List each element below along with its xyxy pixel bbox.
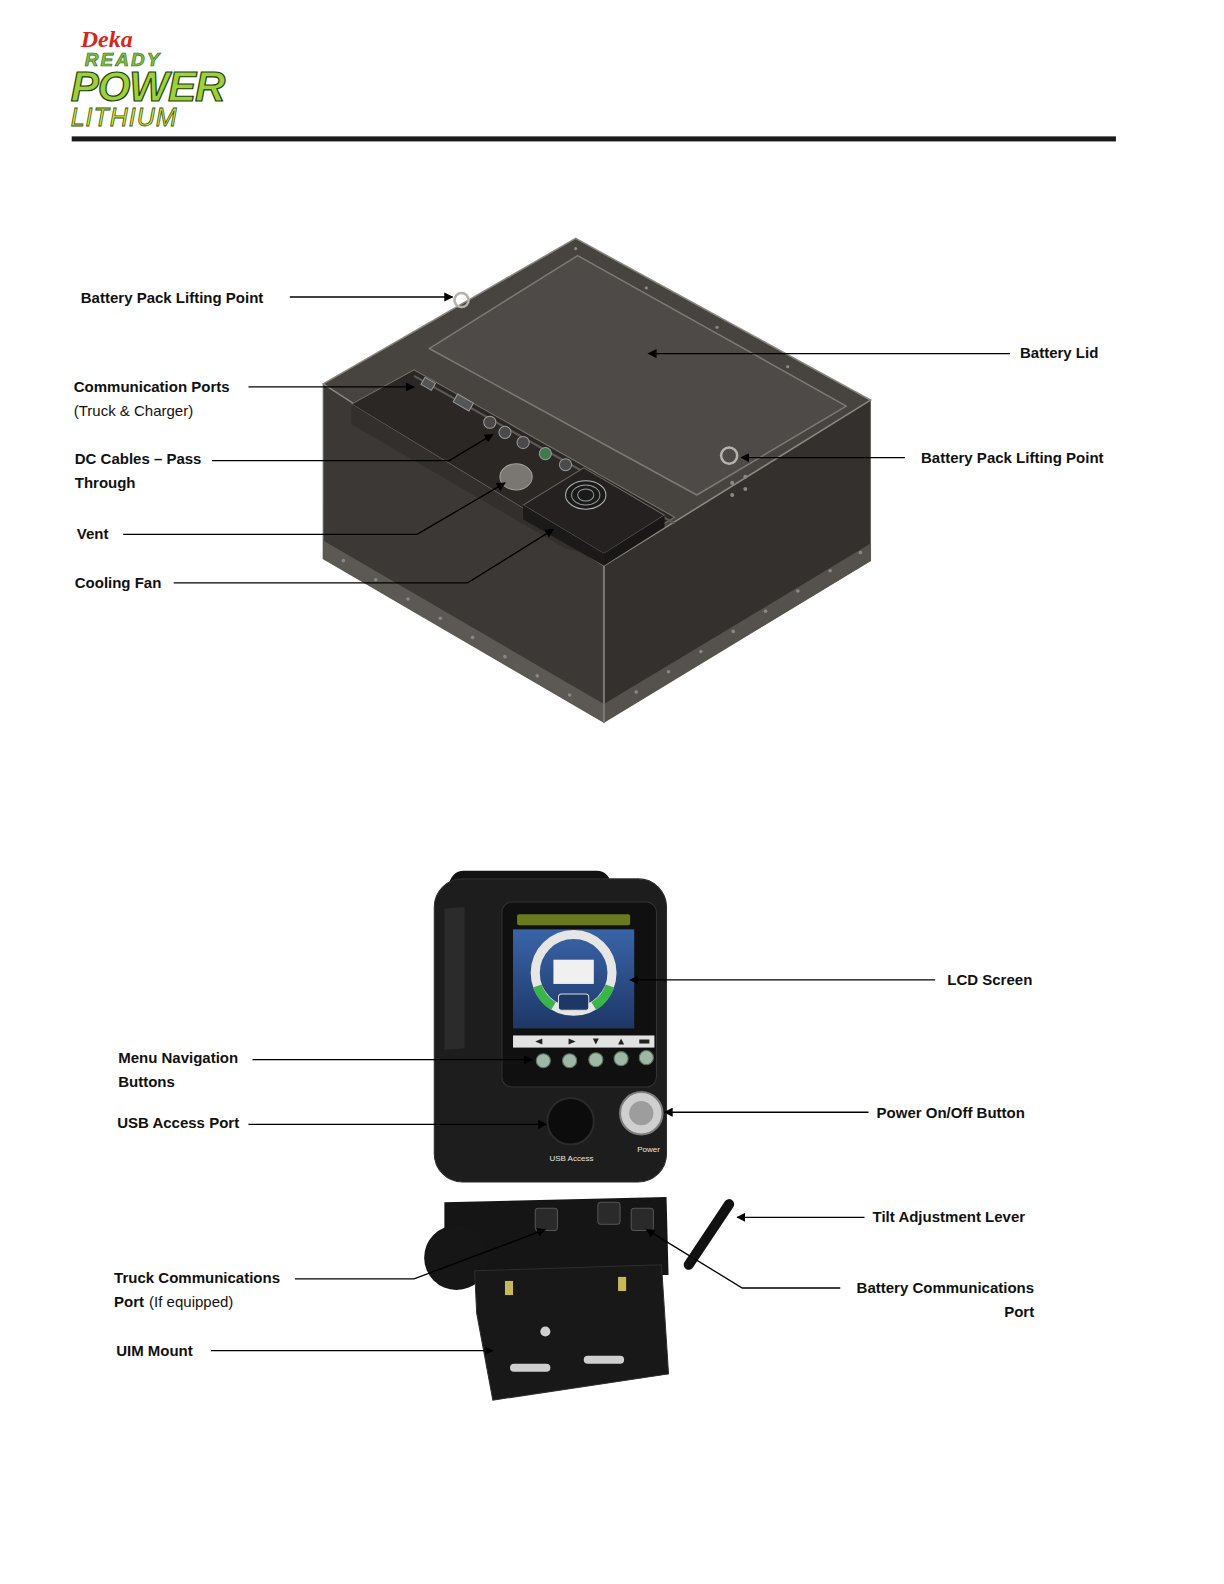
- device-text: USB Access: [549, 1154, 593, 1164]
- callout-label: Cooling Fan: [75, 571, 162, 595]
- uim-display: [424, 871, 729, 1400]
- header-rule: [72, 136, 1116, 141]
- callout-label: Tilt Adjustment Lever: [873, 1205, 1026, 1229]
- callout-label: Power On/Off Button: [877, 1101, 1025, 1125]
- device-text: Power: [637, 1145, 660, 1155]
- callout-label: Menu Navigation Buttons: [118, 1046, 254, 1094]
- callout-label: Battery Lid: [1020, 341, 1098, 365]
- callout-label: LCD Screen: [947, 968, 1032, 992]
- callout-label: DC Cables – Pass Through: [75, 447, 211, 495]
- logo-text: Deka: [81, 26, 133, 52]
- callout-label: Battery Pack Lifting Point: [81, 286, 264, 310]
- callout-label: Battery Pack Lifting Point: [921, 446, 1104, 470]
- callout-note: (If equipped): [149, 1290, 233, 1314]
- battery-pack: [323, 238, 870, 722]
- callout-label: UIM Mount: [116, 1339, 193, 1363]
- leader-lines: [123, 297, 1010, 1351]
- callout-label: Vent: [77, 522, 109, 546]
- callout-note: (Truck & Charger): [74, 399, 193, 423]
- callout-label: USB Access Port: [117, 1111, 239, 1135]
- callout-label: Communication Ports: [74, 375, 230, 399]
- logo-text: LITHIUM: [71, 104, 178, 130]
- logo-text: POWER: [71, 67, 225, 107]
- callout-label: Battery Communications Port: [832, 1276, 1034, 1324]
